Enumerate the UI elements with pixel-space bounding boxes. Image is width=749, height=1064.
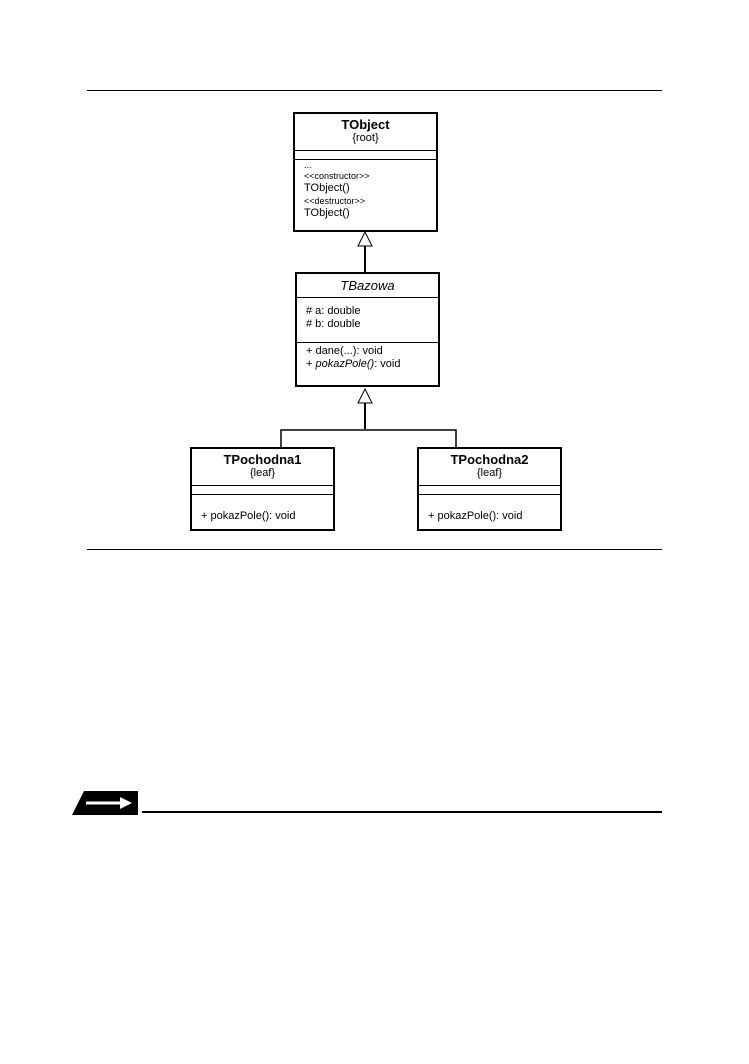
class-header: TBazowa bbox=[297, 274, 438, 298]
operation-item: ... bbox=[304, 160, 312, 170]
class-tpochodna1: TPochodna1 {leaf} + pokazPole(): void bbox=[190, 447, 335, 531]
operation-item: <<destructor>> bbox=[304, 196, 366, 206]
bottom-rule bbox=[87, 549, 662, 550]
class-name: TPochodna2 bbox=[450, 452, 529, 467]
connector-branch bbox=[280, 429, 457, 448]
class-name: TPochodna1 bbox=[223, 452, 302, 467]
class-tobject: TObject {root} ... <<constructor>> TObje… bbox=[293, 112, 438, 232]
class-stereotype: {root} bbox=[352, 132, 379, 144]
class-header: TObject {root} bbox=[295, 114, 436, 151]
operation-item: + pokazPole(): void bbox=[201, 510, 296, 522]
attribute-item: # a: double bbox=[306, 305, 361, 317]
operations-compartment: + pokazPole(): void bbox=[419, 495, 560, 525]
operations-compartment: ... <<constructor>> TObject() <<destruct… bbox=[295, 160, 436, 222]
class-stereotype: {leaf} bbox=[249, 467, 276, 479]
operations-compartment: + dane(...): void + pokazPole(): void bbox=[297, 343, 438, 373]
abstract-operation-name: pokazPole() bbox=[315, 358, 375, 370]
operation-item: TObject() bbox=[304, 182, 350, 194]
operation-prefix: + bbox=[306, 358, 316, 370]
inheritance-triangle-icon bbox=[357, 387, 373, 404]
operations-compartment: + pokazPole(): void bbox=[192, 495, 333, 525]
class-stereotype: {leaf} bbox=[476, 467, 503, 479]
class-tbazowa: TBazowa # a: double # b: double + dane(.… bbox=[295, 272, 440, 387]
attributes-compartment bbox=[295, 151, 436, 160]
operation-return: : void bbox=[374, 358, 401, 370]
class-header: TPochodna2 {leaf} bbox=[419, 449, 560, 486]
attributes-compartment bbox=[192, 486, 333, 495]
attribute-item: # b: double bbox=[306, 318, 361, 330]
operation-item: <<constructor>> bbox=[304, 171, 370, 181]
operation-item: + dane(...): void bbox=[306, 345, 383, 357]
class-name: TBazowa bbox=[340, 278, 395, 293]
right-arrow-icon bbox=[72, 791, 138, 815]
attributes-compartment: # a: double # b: double bbox=[297, 298, 438, 343]
top-rule bbox=[87, 90, 662, 91]
attributes-compartment bbox=[419, 486, 560, 495]
class-header: TPochodna1 {leaf} bbox=[192, 449, 333, 486]
class-tpochodna2: TPochodna2 {leaf} + pokazPole(): void bbox=[417, 447, 562, 531]
class-name: TObject bbox=[341, 117, 390, 132]
operation-item: TObject() bbox=[304, 207, 350, 219]
inheritance-triangle-icon bbox=[357, 230, 373, 247]
note-rule bbox=[142, 811, 662, 813]
operation-item: + pokazPole(): void bbox=[306, 358, 429, 371]
operation-item: + pokazPole(): void bbox=[428, 510, 523, 522]
